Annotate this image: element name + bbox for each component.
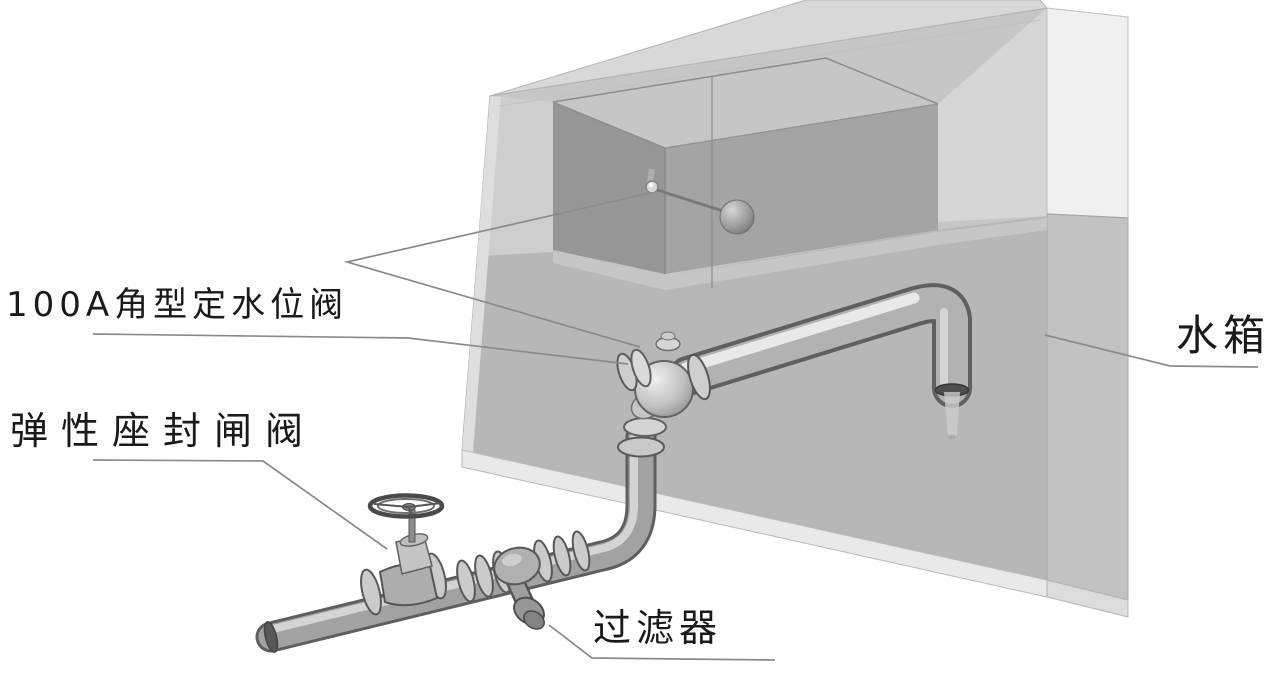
level-valve-top-nub xyxy=(660,331,676,341)
gate-valve xyxy=(360,493,447,616)
strainer xyxy=(493,546,545,630)
gate-valve-flange-left xyxy=(360,568,382,616)
float-arm xyxy=(656,188,724,213)
leader-lines xyxy=(92,192,1259,661)
level-valve xyxy=(616,331,711,458)
water-tank xyxy=(461,0,1129,618)
label-strainer: 过滤器 xyxy=(593,606,723,650)
tank-opening-edge-left xyxy=(552,101,666,149)
tank-right-face-above-water xyxy=(1046,7,1129,219)
handwheel-spoke xyxy=(373,503,410,508)
handwheel xyxy=(367,493,445,519)
label-level-valve: 100A角型定水位阀 xyxy=(6,285,349,325)
pilot-valve-icon xyxy=(645,180,659,194)
level-valve-outlet-flange xyxy=(687,353,711,401)
tank-rim-line xyxy=(499,19,1041,107)
float-ball xyxy=(719,199,755,235)
handwheel-spoke xyxy=(408,502,442,508)
inlet-pipe xyxy=(668,283,972,439)
inlet-pipe-highlight xyxy=(680,292,920,374)
leader-level-valve-float xyxy=(343,192,651,348)
tank-front-above-water xyxy=(938,8,1047,222)
tank-base-right xyxy=(1046,579,1129,618)
supply-pipe xyxy=(255,420,657,653)
level-valve-flange xyxy=(630,348,652,388)
label-tank: 水箱 xyxy=(1176,311,1271,360)
handwheel-inner xyxy=(377,498,435,514)
tank-opening-edge-back xyxy=(664,103,939,149)
level-valve-ring xyxy=(623,417,667,437)
pipe-body xyxy=(258,423,654,650)
inlet-pipe-body xyxy=(672,287,968,404)
pipe-end-face xyxy=(263,621,279,653)
tank-right-face-below-water xyxy=(1046,213,1129,601)
gate-valve-body xyxy=(378,563,439,607)
pilot-highlight xyxy=(648,182,654,188)
strainer-highlight xyxy=(502,553,522,567)
strainer-cap xyxy=(523,610,545,630)
leader-tank xyxy=(1044,334,1259,368)
water-line xyxy=(1046,213,1129,219)
tank-inner-left-wall xyxy=(553,102,665,274)
pipe-highlight xyxy=(265,434,638,634)
label-gate-valve: 弹性座封闸阀 xyxy=(10,409,317,453)
leader-gate-valve xyxy=(92,459,388,550)
water-drip xyxy=(947,435,957,439)
union-flange xyxy=(571,530,591,572)
float-pilot-valve xyxy=(645,168,755,235)
water-stream xyxy=(944,392,960,436)
tank-water-surface xyxy=(553,218,1047,290)
tank-left-edge xyxy=(462,96,501,452)
leader-strainer xyxy=(548,624,776,661)
leader-level-valve xyxy=(92,333,629,365)
handwheel-spoke xyxy=(408,506,413,517)
level-valve-ring xyxy=(617,436,665,458)
union-flange xyxy=(474,554,494,598)
tank-opening-rim xyxy=(552,57,939,105)
union-flange xyxy=(552,535,572,577)
union-flange xyxy=(456,559,476,603)
tank-top-face xyxy=(489,0,1048,97)
